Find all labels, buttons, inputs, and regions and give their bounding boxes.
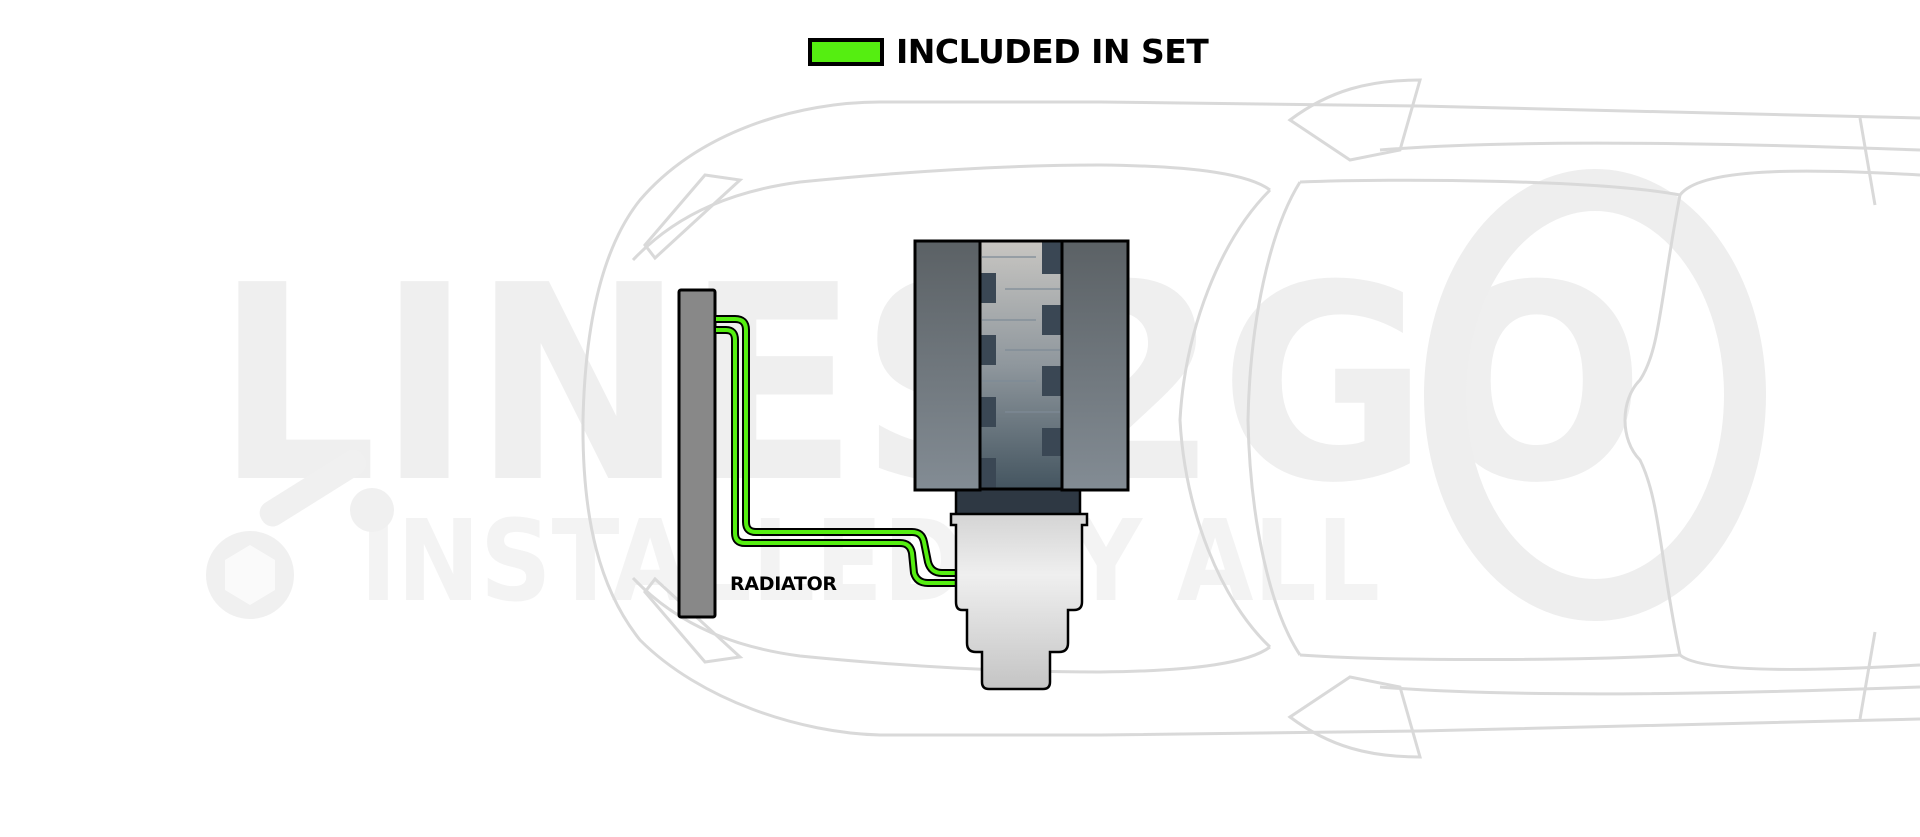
radiator (677, 288, 717, 619)
watermark-ring (1424, 169, 1766, 621)
cooler-line-lower (716, 326, 956, 587)
radiator-label: RADIATOR (730, 573, 837, 595)
cooler-lines (716, 315, 972, 587)
radiator-body (677, 288, 717, 619)
wrench-nut-icon (206, 449, 394, 619)
transmission-body (949, 512, 1089, 691)
engine (913, 239, 1130, 517)
cooler-line-upper (716, 315, 972, 577)
engine-right-bank (1060, 239, 1130, 492)
legend: INCLUDED IN SET (808, 32, 1209, 72)
engine-left-bank (913, 239, 982, 492)
car-outline (581, 78, 1920, 759)
transmission (949, 512, 1089, 691)
legend-swatch-included (808, 38, 884, 66)
legend-label: INCLUDED IN SET (896, 32, 1209, 71)
watermark-tagline-text: INSTALLED BY ALL (360, 497, 1380, 627)
